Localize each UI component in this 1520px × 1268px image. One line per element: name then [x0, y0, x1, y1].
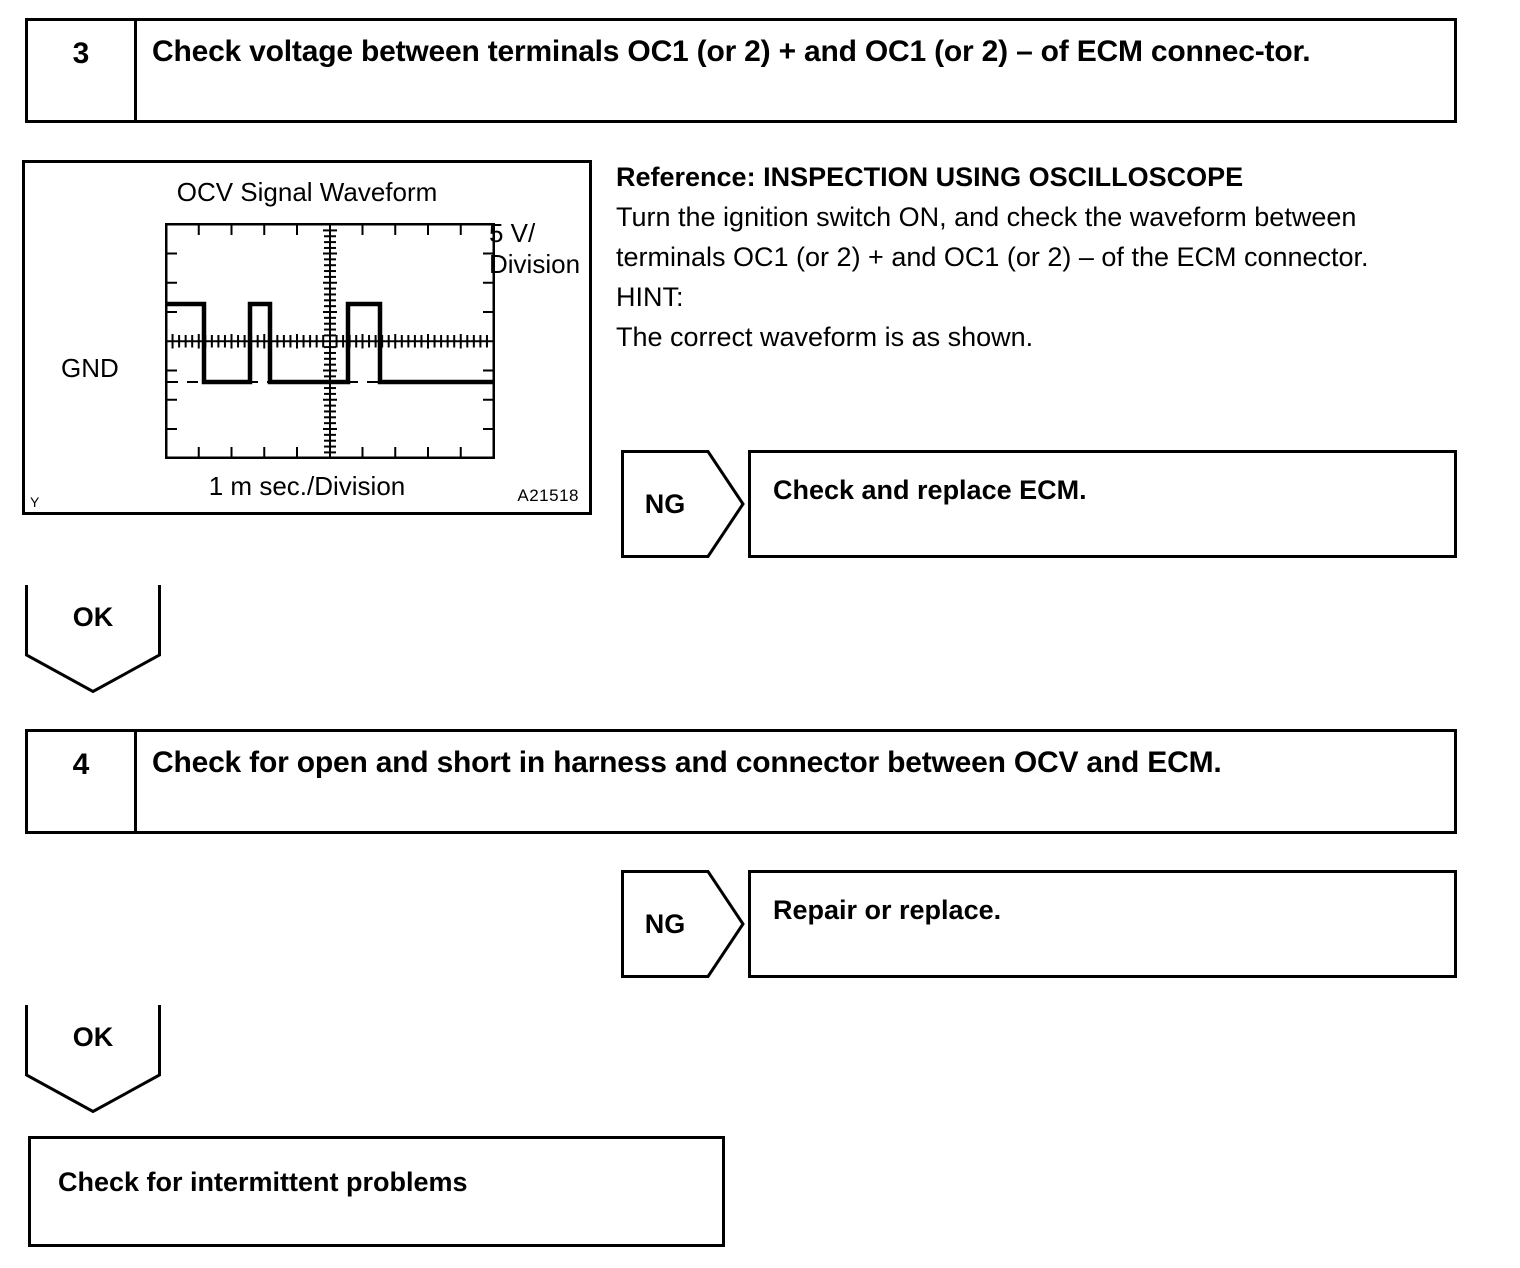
- reference-line-3: The correct waveform is as shown.: [616, 321, 1034, 352]
- step-text-4: Check for open and short in harness and …: [152, 746, 1222, 779]
- reference-line-2: terminals OC1 (or 2) + and OC1 (or 2) – …: [616, 241, 1369, 272]
- reference-heading: Reference: INSPECTION USING OSCILLOSCOPE: [616, 162, 1244, 192]
- ng-label-1: NG: [644, 488, 686, 519]
- ng-result-text-2: Repair or replace.: [773, 895, 1002, 925]
- ok-arrow-shape-2: [25, 1005, 161, 1113]
- waveform-plot: [165, 223, 495, 459]
- step-number-4: 4: [28, 732, 137, 831]
- reference-hint-label: HINT:: [616, 281, 684, 312]
- ok-arrow-shape: [25, 585, 161, 693]
- ok-label-1: OK: [72, 601, 114, 632]
- waveform-figure-id: A21518: [517, 486, 579, 505]
- ocv-signal-trace: [167, 301, 493, 385]
- reference-line-1: Turn the ignition switch ON, and check t…: [616, 201, 1357, 232]
- reference-text-block: Reference: INSPECTION USING OSCILLOSCOPE…: [616, 158, 1486, 358]
- graticule-frame: [165, 223, 495, 459]
- step-text-3: Check voltage between terminals OC1 (or …: [152, 35, 1311, 68]
- waveform-horizontal-scale-label: 1 m sec./Division: [208, 471, 406, 501]
- ng-label-2: NG: [644, 908, 686, 939]
- graticule-edge-ticks-x: [197, 224, 462, 458]
- oscilloscope-waveform-panel: OCV Signal Waveform 5 V/ Division GND 1 …: [22, 160, 592, 515]
- ng-result-text-1: Check and replace ECM.: [773, 475, 1087, 505]
- waveform-corner-mark: Y: [30, 494, 40, 510]
- ng-result-box-1: Check and replace ECM.: [748, 450, 1457, 558]
- ng-chevron-shape: [621, 450, 745, 558]
- step-box-4: 4 Check for open and short in harness an…: [25, 729, 1457, 834]
- final-result-box: Check for intermittent problems: [28, 1136, 725, 1247]
- ng-branch-arrow-1: NG: [621, 450, 745, 558]
- ok-label-2: OK: [72, 1021, 114, 1052]
- ng-chevron-shape-2: [621, 870, 745, 978]
- graticule-edge-ticks-y: [166, 252, 494, 430]
- step-box-3: 3 Check voltage between terminals OC1 (o…: [25, 18, 1457, 123]
- waveform-gnd-label: GND: [61, 353, 119, 383]
- final-result-text: Check for intermittent problems: [58, 1167, 468, 1197]
- ng-branch-arrow-2: NG: [621, 870, 745, 978]
- step-number-3: 3: [28, 21, 137, 120]
- waveform-title: OCV Signal Waveform: [176, 177, 438, 207]
- ok-branch-arrow-2: OK: [25, 1005, 161, 1113]
- ng-result-box-2: Repair or replace.: [748, 870, 1457, 978]
- waveform-vertical-scale-label: 5 V/ Division: [489, 218, 581, 279]
- ok-branch-arrow-1: OK: [25, 585, 161, 693]
